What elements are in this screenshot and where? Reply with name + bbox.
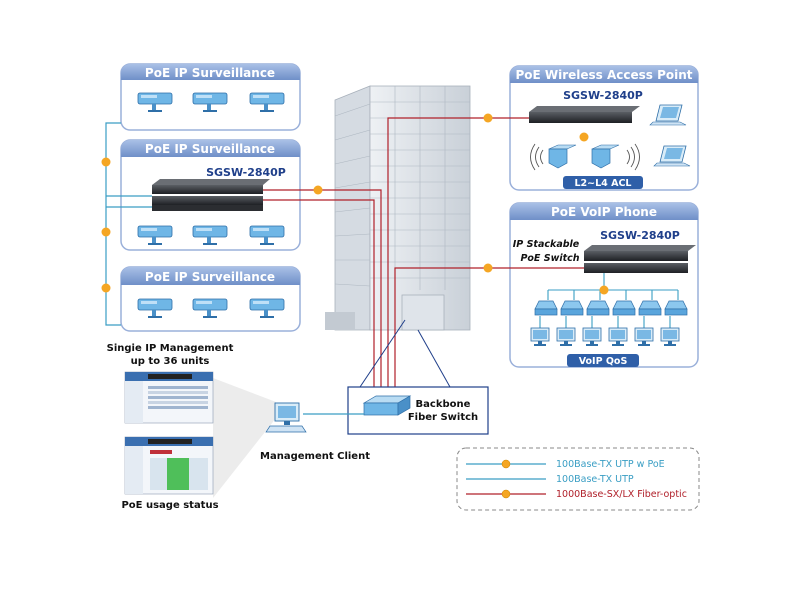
voip-panel: PoE VoIP Phone IP Stackable PoE Switch S…: [509, 202, 699, 368]
svg-text:L2~L4 ACL: L2~L4 ACL: [575, 178, 632, 189]
poe-switch-icon: [529, 106, 640, 123]
legend-item-fiber: 1000Base-SX/LX Fiber-optic: [466, 489, 687, 500]
switch-model-label: SGSW-2840P: [563, 89, 643, 102]
legend-label: 100Base-TX UTP w PoE: [556, 459, 665, 470]
web-management-screenshot: [124, 371, 214, 424]
poe-dot-icon: [501, 489, 511, 499]
panel-title: PoE IP Surveillance: [145, 66, 275, 80]
panel-title: PoE IP Surveillance: [145, 270, 275, 284]
access-point-icon: [591, 144, 620, 169]
legend-label: 1000Base-SX/LX Fiber-optic: [556, 489, 687, 500]
view-beam: [213, 378, 276, 498]
ip-phone-icon: [612, 300, 636, 316]
poe-status-label: PoE usage status: [121, 500, 218, 511]
stackable-label: IP Stackable: [513, 239, 580, 250]
legend-label: 100Base-TX UTP: [556, 474, 634, 485]
management-pc-icon: [265, 402, 307, 433]
surveillance-panel-1: PoE IP Surveillance: [120, 63, 301, 131]
backbone-label: Fiber Switch: [408, 412, 478, 423]
poe-dot-icon: [579, 132, 589, 142]
legend: 100Base-TX UTP w PoE 100Base-TX UTP 1000…: [456, 447, 700, 511]
panel-title: PoE VoIP Phone: [551, 205, 657, 219]
poe-dot-icon: [599, 285, 609, 295]
backbone-callout: [359, 319, 451, 388]
poe-dot-icon: [313, 185, 323, 195]
fiber-links: [263, 117, 584, 392]
legend-item-utp: 100Base-TX UTP: [466, 474, 634, 485]
poe-dot-icon: [483, 113, 493, 123]
single-ip-label: up to 36 units: [131, 356, 210, 367]
backbone-label: Backbone: [416, 399, 471, 410]
legend-item-utp-poe: 100Base-TX UTP w PoE: [466, 459, 665, 470]
ip-phone-icon: [534, 300, 558, 316]
left-utp-bus: [105, 122, 152, 326]
management-client-label: Management Client: [260, 451, 370, 462]
poe-status-screenshot: [124, 436, 214, 495]
panel-title: PoE Wireless Access Point: [515, 68, 692, 82]
switch-model-label: SGSW-2840P: [600, 229, 680, 242]
poe-dot-icon: [101, 157, 111, 167]
poe-dot-icon: [101, 227, 111, 237]
surveillance-panel-3: PoE IP Surveillance: [120, 266, 301, 332]
single-ip-label: Singie IP Management: [107, 343, 234, 354]
building: [325, 85, 471, 331]
poe-dot-icon: [101, 283, 111, 293]
poe-switch-icon: [584, 245, 696, 273]
stackable-label: PoE Switch: [520, 253, 579, 264]
ip-phone-icon: [638, 300, 662, 316]
qos-badge: VoIP QoS: [567, 354, 639, 367]
wireless-panel: PoE Wireless Access Point SGSW-2840P L2~…: [509, 65, 699, 191]
switch-model-label: SGSW-2840P: [206, 166, 286, 179]
poe-markers: [101, 113, 609, 295]
acl-badge: L2~L4 ACL: [563, 176, 643, 189]
ip-phone-icon: [586, 300, 610, 316]
poe-dot-icon: [483, 263, 493, 273]
surveillance-panel-2: PoE IP Surveillance SGSW-2840P: [120, 139, 301, 251]
access-point-icon: [548, 144, 577, 169]
ip-phone-icon: [560, 300, 584, 316]
poe-switch-icon: [152, 179, 270, 211]
panel-title: PoE IP Surveillance: [145, 142, 275, 156]
backbone-switch: Backbone Fiber Switch: [347, 386, 489, 435]
poe-dot-icon: [501, 459, 511, 469]
ip-phone-icon: [664, 300, 688, 316]
wireless-signal-icon: [530, 143, 640, 171]
svg-text:VoIP QoS: VoIP QoS: [579, 356, 628, 367]
